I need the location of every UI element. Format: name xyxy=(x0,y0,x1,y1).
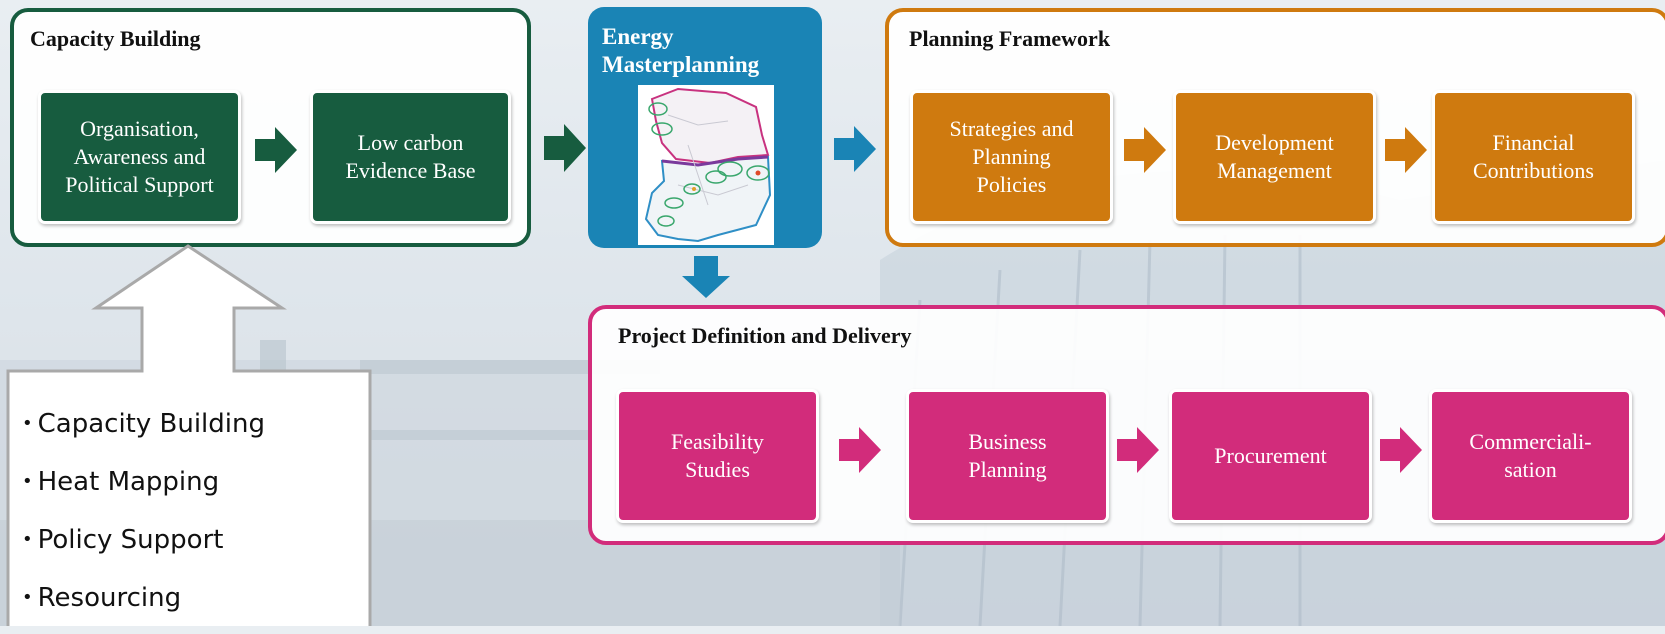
development-management-step[interactable]: Development Management xyxy=(1173,90,1376,224)
business-planning-step[interactable]: Business Planning xyxy=(906,389,1109,523)
right-arrow-icon xyxy=(1124,127,1166,173)
energy-map-image xyxy=(638,85,774,245)
capacity-building-title: Capacity Building xyxy=(30,26,201,51)
right-arrow-icon xyxy=(839,427,881,473)
right-arrow-icon xyxy=(255,127,297,173)
procurement-step[interactable]: Procurement xyxy=(1169,389,1372,523)
list-item: Capacity Building xyxy=(22,402,265,460)
right-arrow-icon xyxy=(1385,127,1427,173)
list-item: Heat Mapping xyxy=(22,460,265,518)
strategies-planning-policies-step[interactable]: Strategies and Planning Policies xyxy=(910,90,1113,224)
energy-masterplanning-box[interactable]: Energy Masterplanning xyxy=(588,7,822,248)
feasibility-studies-step[interactable]: Feasibility Studies xyxy=(616,389,819,523)
planning-framework-title: Planning Framework xyxy=(909,26,1111,51)
low-carbon-evidence-step[interactable]: Low carbon Evidence Base xyxy=(310,90,511,224)
financial-contributions-step[interactable]: Financial Contributions xyxy=(1432,90,1635,224)
right-arrow-icon xyxy=(1380,427,1422,473)
organisation-awareness-step[interactable]: Organisation, Awareness and Political Su… xyxy=(38,90,241,224)
list-item: Resourcing xyxy=(22,576,265,634)
list-item: Policy Support xyxy=(22,518,265,576)
right-arrow-icon xyxy=(834,126,876,172)
energy-masterplanning-title: Energy Masterplanning xyxy=(602,24,760,77)
right-arrow-icon xyxy=(544,124,586,172)
down-arrow-icon xyxy=(682,256,730,298)
right-arrow-icon xyxy=(1117,427,1159,473)
commercialisation-step[interactable]: Commerciali- sation xyxy=(1429,389,1632,523)
project-definition-title: Project Definition and Delivery xyxy=(618,323,912,348)
support-list: Capacity Building Heat Mapping Policy Su… xyxy=(22,402,265,634)
